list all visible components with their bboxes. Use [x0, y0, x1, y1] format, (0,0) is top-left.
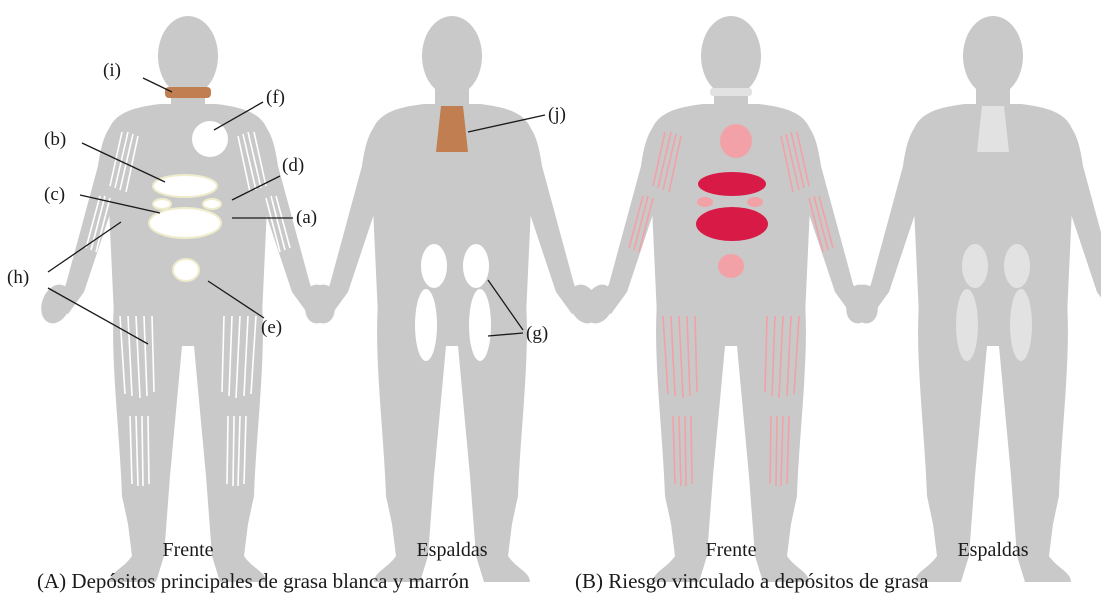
deposit-d-right [203, 199, 221, 209]
risk-gluteal-upper-left [962, 244, 988, 288]
label-f: (f) [266, 87, 285, 108]
label-b: (b) [44, 129, 66, 150]
deposit-f-chest [192, 121, 228, 157]
panel-b-front-label: Frente [705, 539, 756, 561]
label-c: (c) [44, 184, 65, 205]
panel-a-front-figure [36, 16, 340, 582]
deposit-d-left [153, 199, 171, 209]
human-front-silhouette-icon [36, 16, 340, 582]
label-h: (h) [7, 267, 29, 288]
deposit-g-upper-left [421, 244, 447, 288]
risk-thigh-lower-left [956, 289, 978, 361]
deposit-j-interscapular [436, 106, 468, 152]
human-back-silhouette-icon [300, 16, 604, 582]
panel-b-back-label: Espaldas [957, 539, 1028, 561]
panel-b-caption: (B) Riesgo vinculado a depósitos de gras… [575, 569, 929, 593]
label-d: (d) [282, 155, 304, 176]
deposit-g-lower-right [469, 289, 491, 361]
label-a: (a) [296, 207, 317, 228]
risk-side-right [747, 197, 763, 207]
risk-thigh-lower-right [1010, 289, 1032, 361]
risk-chest [720, 124, 752, 158]
risk-pubic [718, 254, 744, 278]
label-i: (i) [103, 60, 121, 81]
panel-a-front-label: Frente [162, 539, 213, 561]
deposit-g-lower-left [415, 289, 437, 361]
deposit-b [153, 175, 217, 197]
label-j: (j) [548, 104, 566, 125]
deposit-g-upper-right [463, 244, 489, 288]
panel-a-back-figure [300, 16, 604, 582]
risk-gluteal-upper-right [1004, 244, 1030, 288]
panel-b-front-figure [579, 16, 883, 582]
panel-a-caption: (A) Depósitos principales de grasa blanc… [37, 569, 470, 593]
risk-interscapular [977, 106, 1009, 152]
deposit-i-neck [165, 87, 211, 98]
risk-neck [710, 88, 752, 96]
panel-a-back-label: Espaldas [416, 539, 487, 561]
deposit-e [173, 259, 199, 281]
risk-upper-abdomen [698, 172, 766, 196]
risk-side-left [697, 197, 713, 207]
label-e: (e) [261, 317, 282, 338]
risk-lower-abdomen [696, 207, 768, 241]
label-g: (g) [526, 323, 548, 344]
human-front-silhouette-icon [579, 16, 883, 582]
panel-b-back-figure [841, 16, 1101, 582]
